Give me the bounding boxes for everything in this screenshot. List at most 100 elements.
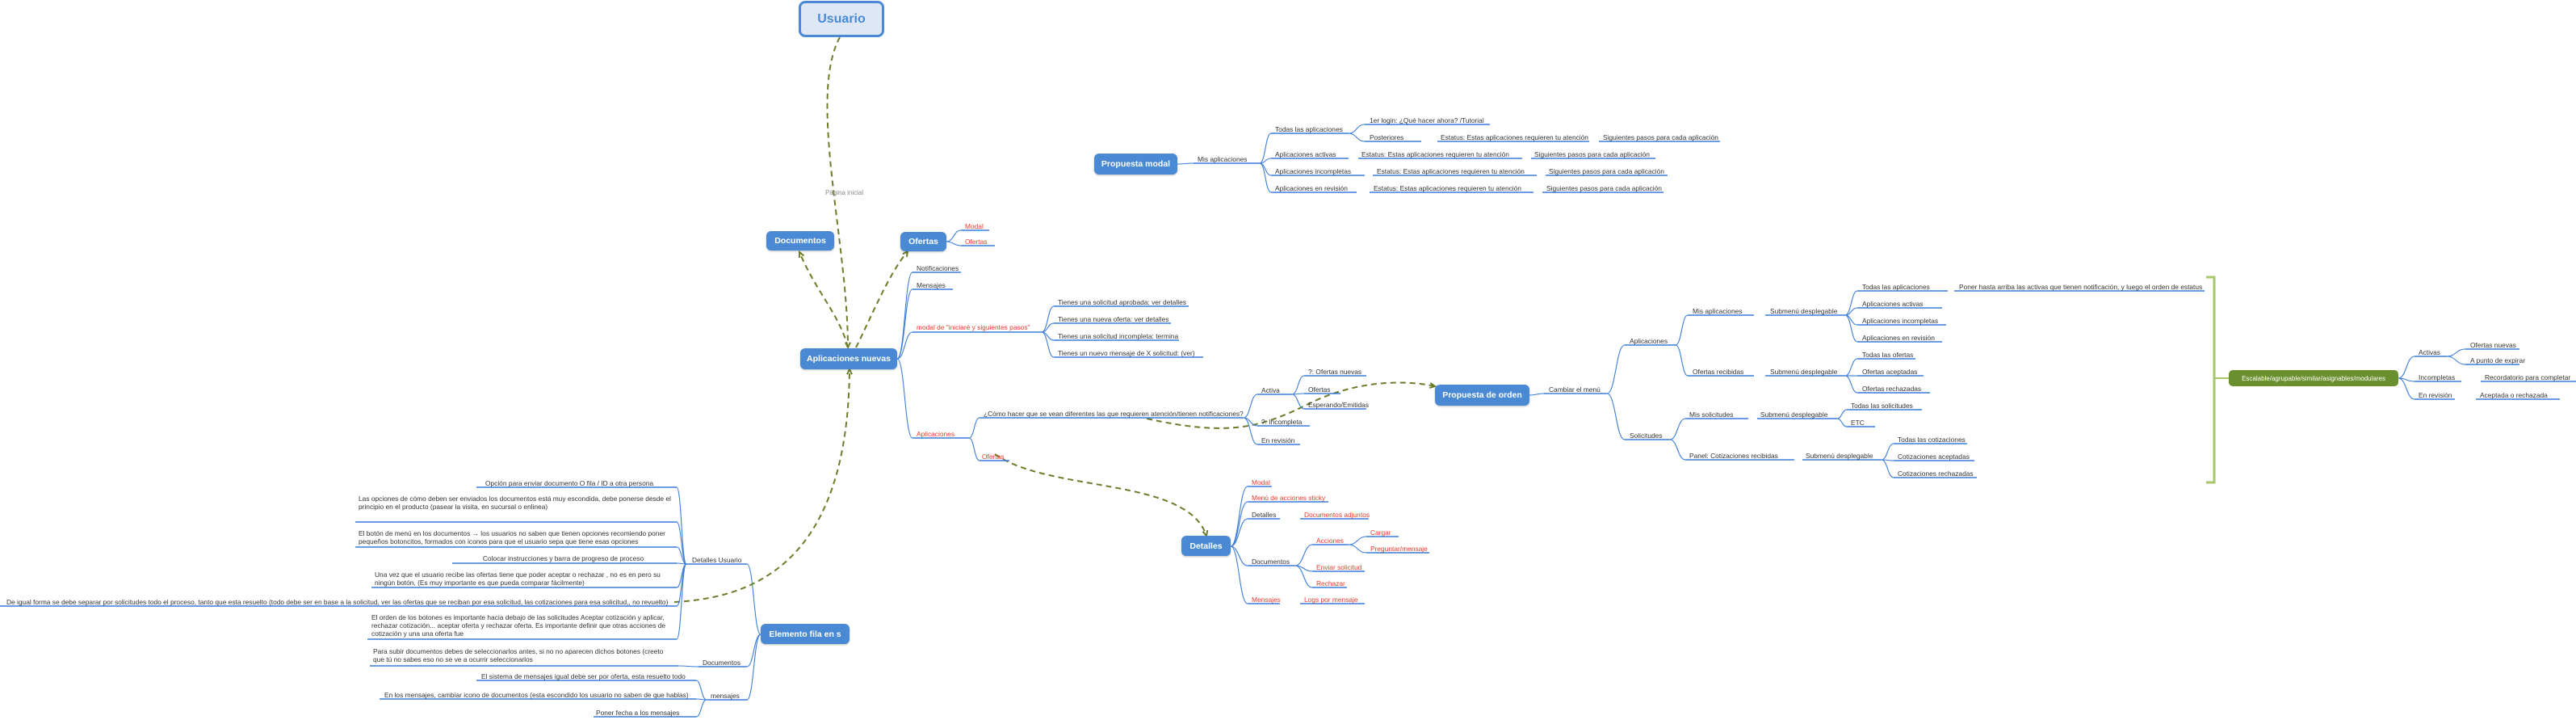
connector-line-129 [1294, 565, 1313, 588]
connector-line-22 [968, 437, 980, 461]
po-sol-item-2: ETC [1851, 419, 1865, 427]
po-cot-item-3: Cotizaciones rechazadas [1898, 469, 1974, 478]
connector-line-89 [1844, 375, 1858, 394]
an-modal-item-2: Tienes una nueva oferta: ver detalles [1058, 315, 1169, 323]
pm-estatus-posteriores: Estatus: Estas aplicaciones requieren tu… [1441, 133, 1588, 141]
connector-line-137 [746, 634, 761, 667]
ef-detalle-3: El botón de menú en los documentos → los… [359, 529, 665, 545]
activa-incompleta: ?: Incompleta [1261, 418, 1303, 426]
activa-item-1: ?: Ofertas nuevas [1308, 368, 1362, 376]
dt-rechazar: Rechazar [1316, 579, 1345, 587]
connector-line-91 [1836, 409, 1848, 419]
node-aplicaciones-nuevas[interactable]: Aplicaciones nuevas [800, 348, 897, 369]
connector-line-24 [1243, 394, 1258, 419]
connector-line-2 [946, 241, 962, 246]
po-apps-item-3: Aplicaciones incompletas [1862, 317, 1939, 325]
ef-msg-item-1: El sistema de mensajes igual debe ser po… [481, 672, 686, 680]
an-modal-item-4: Tienes un nuevo mensaje de X solicitud: … [1058, 349, 1195, 357]
relation-aplicaciones-ofertas [855, 251, 908, 348]
node-propuesta-modal[interactable]: Propuesta modal [1094, 154, 1177, 175]
po-cot-item-1: Todas las cotizaciones [1898, 436, 1966, 444]
po-solicitudes: Solicitudes [1630, 432, 1663, 440]
an-como-hacer: ¿Cómo hacer que se vean diferentes las q… [984, 410, 1244, 418]
po-ofertas-item-3: Ofertas rechazadas [1862, 385, 1922, 393]
connector-line-28 [1243, 417, 1258, 445]
gg-activas-item-1: Ofertas nuevas [2470, 341, 2516, 349]
gg-en-revision: En revisión [2419, 391, 2452, 399]
root-node-usuario[interactable]: Usuario [799, 1, 884, 37]
po-aplicaciones: Aplicaciones [1630, 337, 1668, 345]
connector-line-143 [676, 521, 687, 565]
po-cambiar-menu: Cambiar el menú [1549, 385, 1601, 394]
node-detalles[interactable]: Detalles [1181, 536, 1231, 556]
connector-line-76 [1844, 290, 1858, 316]
dt-logs: Logs por mensaje [1304, 596, 1358, 604]
an-ofertas-red: Ofertas [982, 453, 1005, 461]
po-apps-item-2: Aplicaciones activas [1862, 300, 1924, 308]
ofertas-modal: Modal [965, 222, 984, 230]
connector-line-157 [695, 680, 707, 701]
ef-detalle-2: Las opciones de cómo deben ser enviados … [359, 495, 671, 511]
page-link-note: Página inicial [825, 189, 864, 196]
gg-en-revision-item: Aceptada o rechazada [2480, 391, 2548, 399]
connector-line-34 [1291, 394, 1305, 410]
pm-row-2-estatus: Estatus: Estas aplicaciones requieren tu… [1377, 167, 1525, 175]
po-sol-item-1: Todas las solicitudes [1851, 402, 1913, 410]
arrowhead-ofertas [902, 250, 909, 258]
connector-line-10 [896, 358, 913, 439]
dt-documentos: Documentos [1252, 558, 1290, 566]
connector-line-44 [1259, 162, 1272, 193]
po-submenu-4: Submenú desplegable [1806, 452, 1873, 460]
connector-line-20 [968, 417, 980, 439]
ef-detalle-7: El orden de los botones es importante ha… [371, 613, 666, 638]
po-apps-item-4: Aplicaciones en revisión [1862, 334, 1935, 342]
node-propuesta-orden[interactable]: Propuesta de orden [1435, 385, 1529, 406]
connector-line-135 [746, 563, 761, 635]
po-submenu-2: Submenú desplegable [1770, 368, 1838, 376]
connector-line-161 [695, 699, 707, 718]
arrowhead-fila-aplicaciones [846, 367, 853, 375]
connector-line-85 [1844, 358, 1858, 377]
connector-line-64 [1675, 314, 1689, 346]
an-aplicaciones: Aplicaciones [917, 430, 955, 438]
po-ofertas-recibidas: Ofertas recibidas [1693, 368, 1744, 376]
po-cot-item-2: Cotizaciones aceptadas [1898, 453, 1970, 461]
ofertas-ofertas: Ofertas [965, 238, 988, 246]
connector-line-117 [1230, 518, 1248, 547]
connector-line-153 [676, 563, 687, 640]
connector-line-68 [1669, 418, 1686, 440]
connector-line-66 [1675, 344, 1689, 377]
connector-line-18 [1041, 331, 1055, 358]
connector-line-145 [676, 546, 687, 565]
connector-line-121 [1230, 545, 1248, 604]
node-escalable[interactable]: Escalable/agrupable/similar/asignables/m… [2229, 370, 2398, 386]
dt-documentos-adjuntos: Documentos adjuntos [1304, 511, 1370, 519]
dt-enviar: Enviar solicitud [1316, 563, 1362, 571]
connector-line-131 [1348, 536, 1367, 545]
connector-line-8 [896, 331, 913, 360]
dt-modal: Modal [1252, 478, 1270, 486]
pm-siguientes: Siguientes pasos para cada aplicación [1603, 133, 1718, 141]
activa-item-2: Ofertas [1308, 385, 1331, 394]
node-documentos[interactable]: Documentos [766, 231, 834, 251]
connector-line-141 [676, 486, 687, 565]
connector-line-38 [1259, 133, 1272, 164]
connector-line-95 [1881, 443, 1894, 461]
connector-line-70 [1669, 439, 1686, 461]
activa-item-3: Esperando/Emitidas [1308, 401, 1369, 409]
po-apps-item-1: Todas las aplicaciones [1862, 283, 1930, 291]
connector-line-107 [2446, 348, 2466, 357]
activa-label: Activa [1261, 386, 1280, 394]
an-mensajes: Mensajes [917, 281, 946, 289]
relation-aplicaciones-documentos [799, 251, 849, 348]
connector-line-93 [1836, 418, 1848, 427]
node-elemento-fila[interactable]: Elemento fila en s [761, 624, 850, 644]
pm-row-3-next: Siguientes pasos para cada aplicación [1546, 184, 1662, 192]
arrowhead-detalles [1202, 529, 1209, 538]
connector-line-155 [678, 665, 699, 667]
ef-msg-item-3: Poner fecha a los mensajes [596, 709, 680, 717]
node-ofertas[interactable]: Ofertas [900, 232, 946, 251]
connector-line-0 [946, 229, 962, 242]
connector-line-125 [1294, 544, 1313, 566]
